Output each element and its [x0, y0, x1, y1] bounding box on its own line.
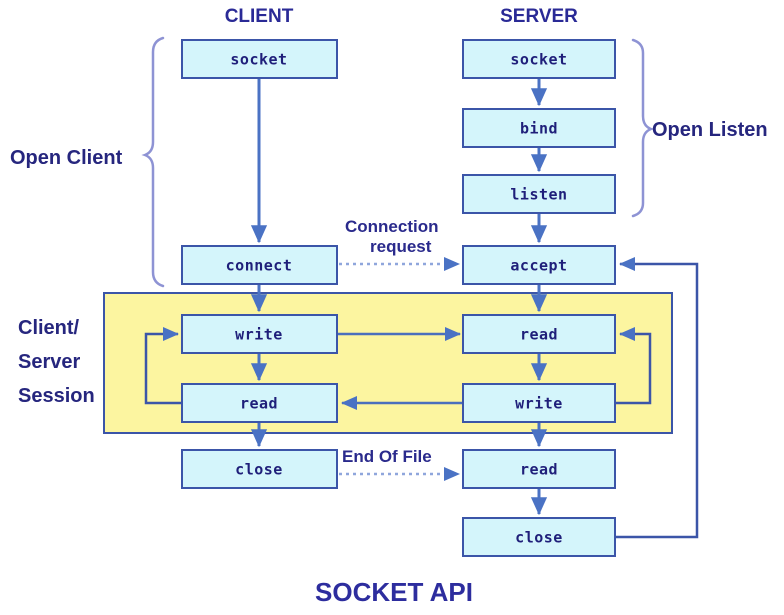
client-connect-rect[interactable]: [181, 245, 338, 285]
connection-request-label-line2: request: [370, 237, 432, 256]
client-socket-box[interactable]: socket: [181, 39, 338, 79]
client-column-heading: CLIENT: [225, 6, 294, 27]
server-write-box[interactable]: write: [462, 383, 616, 423]
session-label-line1: Client/: [18, 317, 80, 339]
client-read-box[interactable]: read: [181, 383, 338, 423]
client-connect-label: connect: [226, 257, 293, 275]
open-listen-label: Open Listen: [652, 119, 768, 141]
session-label-line2: Server: [18, 351, 80, 373]
server-listen-box[interactable]: listen: [462, 174, 616, 214]
client-read-label: read: [240, 395, 278, 413]
client-close-rect[interactable]: [181, 449, 338, 489]
server-write-rect[interactable]: [462, 383, 616, 423]
end-of-file-label: End Of File: [342, 447, 432, 466]
server-bind-label: bind: [520, 120, 558, 138]
client-write-label: write: [235, 326, 283, 344]
client-read-rect[interactable]: [181, 383, 338, 423]
arrow-client-read-loop-to-write: [144, 326, 183, 405]
server-read-rect[interactable]: [462, 314, 616, 354]
server-accept-box[interactable]: accept: [462, 245, 616, 285]
server-socket-label: socket: [510, 51, 567, 69]
server-bind-box[interactable]: bind: [462, 108, 616, 148]
client-close-box[interactable]: close: [181, 449, 338, 489]
server-accept-rect[interactable]: [462, 245, 616, 285]
client-connect-box[interactable]: connect: [181, 245, 338, 285]
client-socket-label: socket: [230, 51, 287, 69]
client-socket-rect[interactable]: [181, 39, 338, 79]
server-close-label: close: [515, 529, 563, 547]
server-close-box[interactable]: close: [462, 517, 616, 557]
server-bind-rect[interactable]: [462, 108, 616, 148]
client-close-label: close: [235, 461, 283, 479]
server-listen-label: listen: [510, 186, 567, 204]
server-read2-box[interactable]: read: [462, 449, 616, 489]
arrow-server-write-loop-to-read: [614, 327, 652, 405]
server-write-label: write: [515, 395, 563, 413]
server-accept-label: accept: [510, 257, 567, 275]
server-socket-box[interactable]: socket: [462, 39, 616, 79]
connection-request-label-line1: Connection: [345, 217, 439, 236]
server-column-heading: SERVER: [500, 6, 578, 27]
arrow-server-close-to-accept: [614, 257, 699, 539]
client-write-box[interactable]: write: [181, 314, 338, 354]
open-listen-brace: [631, 38, 655, 218]
figure-title: SOCKET API: [315, 577, 473, 607]
open-client-brace: [141, 36, 165, 288]
server-listen-rect[interactable]: [462, 174, 616, 214]
session-label-line3: Session: [18, 385, 95, 407]
server-read-box[interactable]: read: [462, 314, 616, 354]
server-read2-rect[interactable]: [462, 449, 616, 489]
server-read-label: read: [520, 326, 558, 344]
open-client-label: Open Client: [10, 147, 123, 169]
server-socket-rect[interactable]: [462, 39, 616, 79]
client-write-rect[interactable]: [181, 314, 338, 354]
server-close-rect[interactable]: [462, 517, 616, 557]
server-read2-label: read: [520, 461, 558, 479]
